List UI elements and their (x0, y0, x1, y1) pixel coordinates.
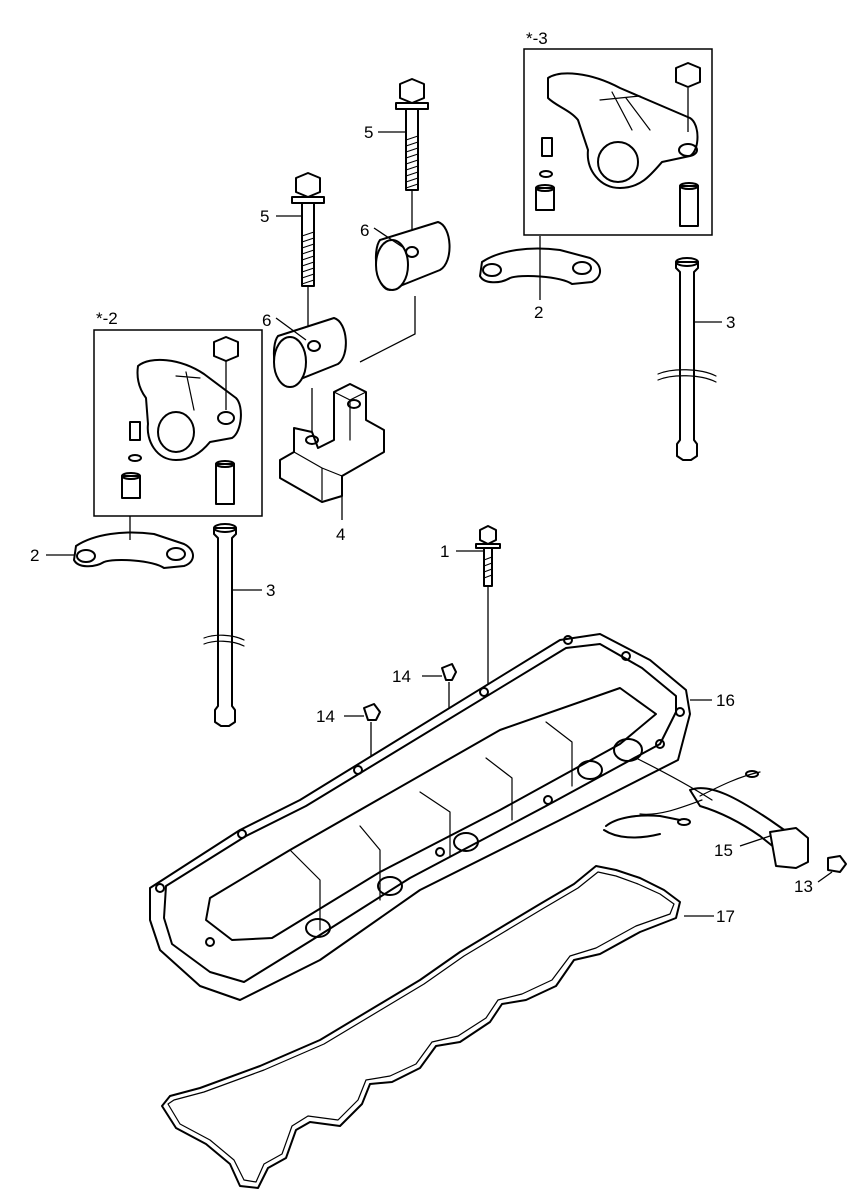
cover-bolt (456, 525, 501, 690)
bracket-base (279, 383, 385, 520)
rocker-arm-assembly-group-3: *-3 (523, 29, 713, 236)
callout-5-left: 5 (260, 207, 269, 226)
pushrod-cup-left (215, 463, 235, 505)
pushrod-left (203, 523, 262, 727)
rocker-arm-assembly-group-2: *-2 (93, 309, 263, 517)
bolt-right (378, 78, 429, 236)
rocker-arm-left (136, 358, 242, 461)
group-2-box (93, 329, 263, 517)
callout-4: 4 (336, 525, 345, 544)
gasket (161, 865, 714, 1189)
valve-cap-left (121, 475, 141, 499)
callout-14-right: 14 (392, 667, 411, 686)
locknut-right (539, 170, 553, 178)
rocker-pad-right (678, 143, 698, 157)
callout-14-left: 14 (316, 707, 335, 726)
shaft-bracket-right (359, 221, 451, 363)
valve-cap-right (535, 187, 555, 211)
callout-3-right: 3 (726, 313, 735, 332)
group-2-label: *-2 (96, 309, 118, 328)
valve-bridge-left (46, 516, 194, 569)
pushrod-right (657, 257, 722, 461)
group-3-label: *-3 (526, 29, 548, 48)
adjust-nut-left (213, 336, 239, 362)
callout-5-right: 5 (364, 123, 373, 142)
callout-1: 1 (440, 542, 449, 561)
callout-2-left: 2 (30, 546, 39, 565)
callout-16: 16 (716, 691, 735, 710)
rocker-ribs-right (599, 91, 651, 131)
callout-6-left: 6 (262, 311, 271, 330)
rocker-arm-right (547, 72, 699, 189)
valve-bridge-right (479, 236, 601, 300)
adjust-screw-right (541, 137, 553, 157)
shaft-bracket-left (272, 317, 347, 432)
group-3-box (523, 48, 713, 236)
callout-17: 17 (716, 907, 735, 926)
adjust-nut-right (675, 62, 701, 88)
rocker-cover-housing (149, 633, 712, 1001)
callout-6-right: 6 (360, 221, 369, 240)
callout-3-left: 3 (266, 581, 275, 600)
plug-right (422, 663, 457, 748)
screw (817, 855, 847, 883)
callout-2-right: 2 (534, 303, 543, 322)
rocker-bore-left (157, 411, 195, 453)
rocker-bore-right (597, 141, 639, 183)
bolt-left (276, 172, 325, 330)
callout-13: 13 (794, 877, 813, 896)
pushrod-cup-right (679, 185, 699, 227)
wire-harness (603, 757, 809, 869)
adjust-screw-left (129, 421, 141, 441)
callout-15: 15 (714, 841, 733, 860)
rocker-pad-left (217, 411, 235, 425)
